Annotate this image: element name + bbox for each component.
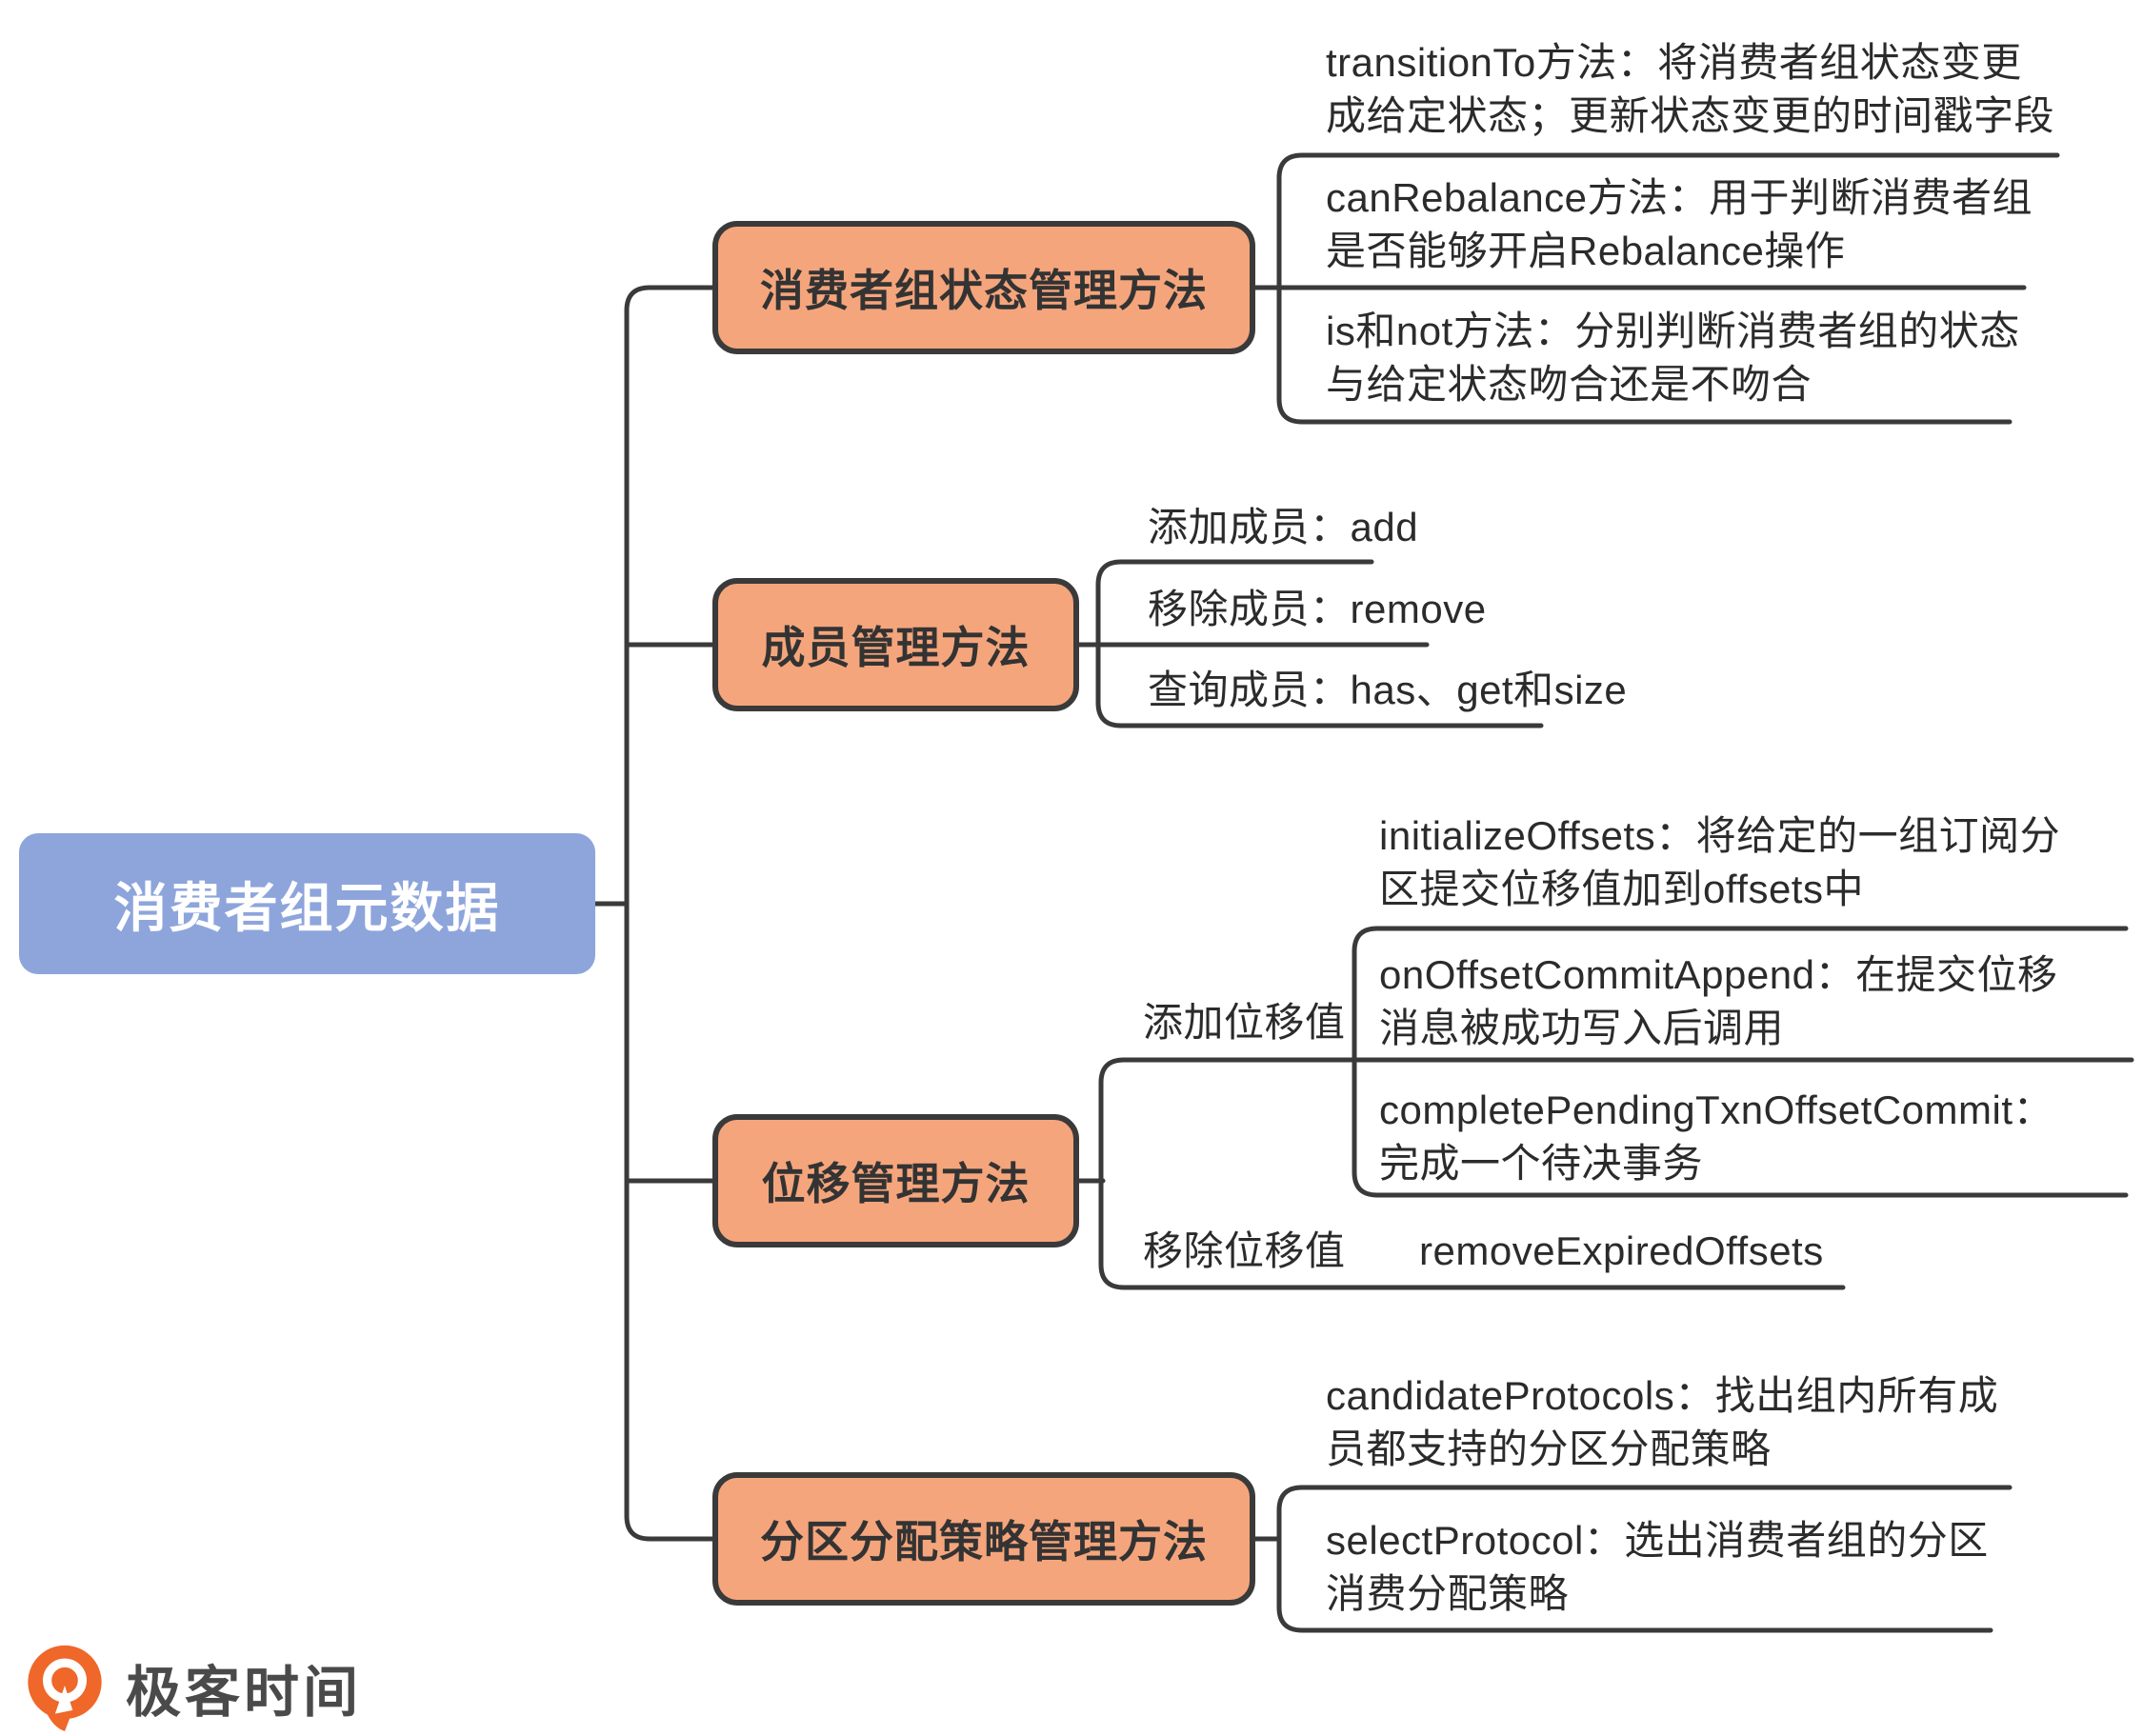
geektime-logo-text: 极客时间	[126, 1662, 363, 1724]
branch-label: 消费者组状态管理方法	[760, 266, 1208, 315]
leaf-is-not: is和not方法：分别判断消费者组的状态 与给定状态吻合还是不吻合	[1326, 309, 2020, 407]
leaf-remove-member: 移除成员：remove	[1148, 587, 1487, 631]
group-label-add-offset: 添加位移值	[1143, 1000, 1346, 1045]
branch-node-partition-strategy: 分区分配策略管理方法	[712, 1472, 1255, 1606]
branch-node-offset-management: 位移管理方法	[712, 1114, 1079, 1247]
leaf-selectProtocol: selectProtocol：选出消费者组的分区 消费分配策略	[1326, 1518, 1989, 1616]
branch-node-state-management: 消费者组状态管理方法	[712, 221, 1255, 354]
leaf-add-member: 添加成员：add	[1148, 505, 1419, 549]
branch2-bracket	[1095, 559, 1544, 728]
branch3-bracket	[1098, 1057, 2134, 1290]
leaf-initializeOffsets: initializeOffsets：将给定的一组订阅分 区提交位移值加到offs…	[1379, 813, 2061, 911]
leaf-query-member: 查询成员：has、get和size	[1148, 668, 1628, 712]
branch-label: 位移管理方法	[761, 1159, 1031, 1208]
leaf-removeExpiredOffsets: removeExpiredOffsets	[1419, 1228, 1824, 1273]
branch-label: 分区分配策略管理方法	[760, 1517, 1208, 1566]
leaf-canRebalance: canRebalance方法：用于判断消费者组 是否能够开启Rebalance操…	[1326, 175, 2033, 273]
branch-node-member-management: 成员管理方法	[712, 578, 1079, 711]
branch1-bracket	[1276, 152, 2060, 425]
geektime-logo: 极客时间	[21, 1644, 362, 1731]
geektime-logo-icon	[28, 1645, 102, 1731]
leaf-transitionTo: transitionTo方法：将消费者组状态变更 成给定状态；更新状态变更的时间…	[1326, 40, 2055, 138]
branch-label: 成员管理方法	[761, 623, 1031, 672]
trunk-line	[624, 285, 715, 1542]
group-label-remove-offset: 移除位移值	[1143, 1228, 1346, 1273]
root-node: 消费者组元数据	[19, 833, 595, 974]
leaf-candidateProtocols: candidateProtocols：找出组内所有成 员都支持的分区分配策略	[1326, 1373, 1999, 1471]
root-label: 消费者组元数据	[113, 877, 501, 938]
leaf-completePendingTxnOffsetCommit: completePendingTxnOffsetCommit： 完成一个待决事务	[1379, 1087, 2054, 1186]
branch4-bracket	[1276, 1485, 2013, 1633]
leaf-onOffsetCommitAppend: onOffsetCommitAppend：在提交位移 消息被成功写入后调用	[1379, 952, 2058, 1050]
branch3-sub-bracket	[1352, 926, 2129, 1198]
